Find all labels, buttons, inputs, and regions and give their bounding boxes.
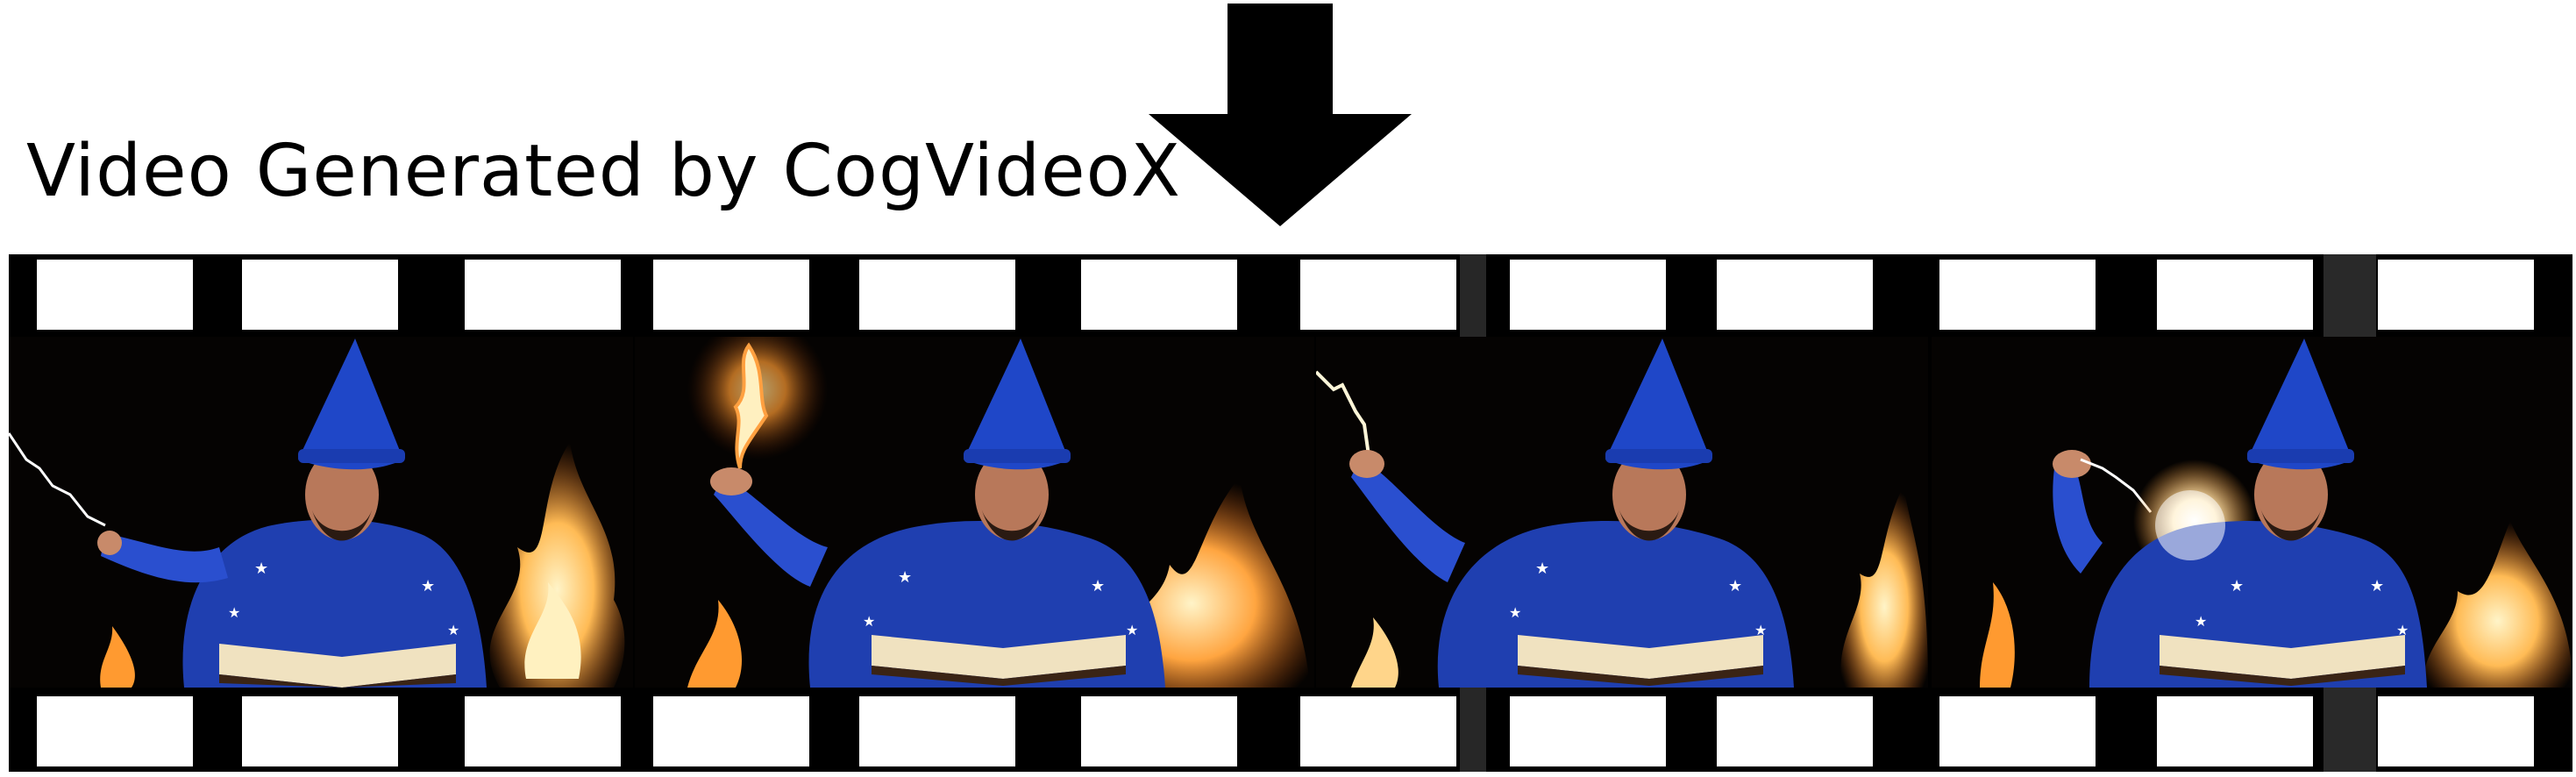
sprocket-hole — [2378, 696, 2534, 766]
lightning-bolt — [1316, 370, 1370, 456]
wizard-arm — [1351, 460, 1465, 582]
svg-text:★: ★ — [1535, 560, 1549, 578]
sprocket-hole — [465, 696, 621, 766]
svg-text:★: ★ — [1728, 577, 1742, 595]
flame — [1840, 486, 1928, 688]
lightning-bolt — [9, 432, 106, 527]
svg-text:★: ★ — [1754, 622, 1767, 638]
svg-text:★: ★ — [1126, 622, 1138, 638]
wizard-hat — [298, 339, 403, 470]
video-frame-2: ★ ★ ★ ★ — [635, 337, 1314, 688]
sprocket-hole — [859, 696, 1015, 766]
svg-text:★: ★ — [2396, 622, 2409, 638]
sprocket-hole — [653, 260, 809, 330]
svg-text:★: ★ — [2230, 577, 2244, 595]
sprocket-hole — [37, 696, 193, 766]
flame — [733, 342, 769, 469]
sprocket-hole — [859, 260, 1015, 330]
flame — [100, 626, 135, 688]
video-frame-4: ★ ★ ★ ★ — [1932, 337, 2572, 688]
flame — [2423, 521, 2572, 688]
svg-text:★: ★ — [1509, 604, 1521, 621]
svg-text:★: ★ — [863, 613, 875, 630]
sprocket-hole — [1939, 696, 2096, 766]
flame — [687, 600, 743, 688]
sprocket-hole — [2378, 260, 2534, 330]
flame — [524, 582, 581, 679]
video-filmstrip: ★ ★ ★ ★ — [9, 254, 2572, 772]
sprocket-hole — [1081, 696, 1237, 766]
svg-text:★: ★ — [228, 604, 240, 621]
video-frame-3: ★ ★ ★ ★ — [1316, 337, 1928, 688]
open-book — [2160, 635, 2405, 679]
sprocket-hole — [1717, 260, 1873, 330]
sprocket-hole — [1510, 696, 1666, 766]
sprocket-hole — [242, 260, 398, 330]
sprocket-hole — [1510, 260, 1666, 330]
open-book — [219, 644, 456, 688]
wizard-arm — [101, 534, 228, 583]
video-frame-1: ★ ★ ★ ★ — [9, 337, 633, 688]
wizard-hat — [2247, 339, 2352, 470]
flame — [489, 442, 625, 688]
svg-text:★: ★ — [447, 622, 459, 638]
wizard-hat — [964, 339, 1069, 470]
open-book — [872, 635, 1126, 679]
sprocket-hole — [1300, 696, 1456, 766]
sprocket-hole — [1717, 696, 1873, 766]
svg-text:★: ★ — [254, 560, 268, 578]
flame — [1351, 617, 1398, 688]
frame-row: ★ ★ ★ ★ — [9, 337, 2572, 688]
svg-text:★: ★ — [1091, 577, 1105, 595]
sprocket-hole — [1081, 260, 1237, 330]
sprocket-hole — [2157, 260, 2313, 330]
wizard-hat — [1605, 339, 1711, 470]
sprocket-hole — [1939, 260, 2096, 330]
sprocket-hole — [37, 260, 193, 330]
wizard-arm — [714, 477, 828, 587]
svg-text:★: ★ — [2195, 613, 2207, 630]
sprocket-row-top — [9, 260, 2572, 330]
sprocket-row-bottom — [9, 696, 2572, 766]
open-book — [1518, 635, 1763, 679]
flame — [1980, 582, 2015, 688]
page-title: Video Generated by CogVideoX — [26, 130, 1181, 213]
wizard-robe — [182, 519, 487, 688]
svg-text:★: ★ — [421, 577, 435, 595]
down-arrow-icon — [1149, 4, 1412, 226]
sprocket-hole — [465, 260, 621, 330]
sprocket-hole — [2157, 696, 2313, 766]
sprocket-hole — [242, 696, 398, 766]
svg-text:★: ★ — [2370, 577, 2384, 595]
wizard-arm — [2053, 460, 2103, 574]
sprocket-hole — [653, 696, 809, 766]
sprocket-hole — [1300, 260, 1456, 330]
svg-text:★: ★ — [898, 568, 912, 587]
